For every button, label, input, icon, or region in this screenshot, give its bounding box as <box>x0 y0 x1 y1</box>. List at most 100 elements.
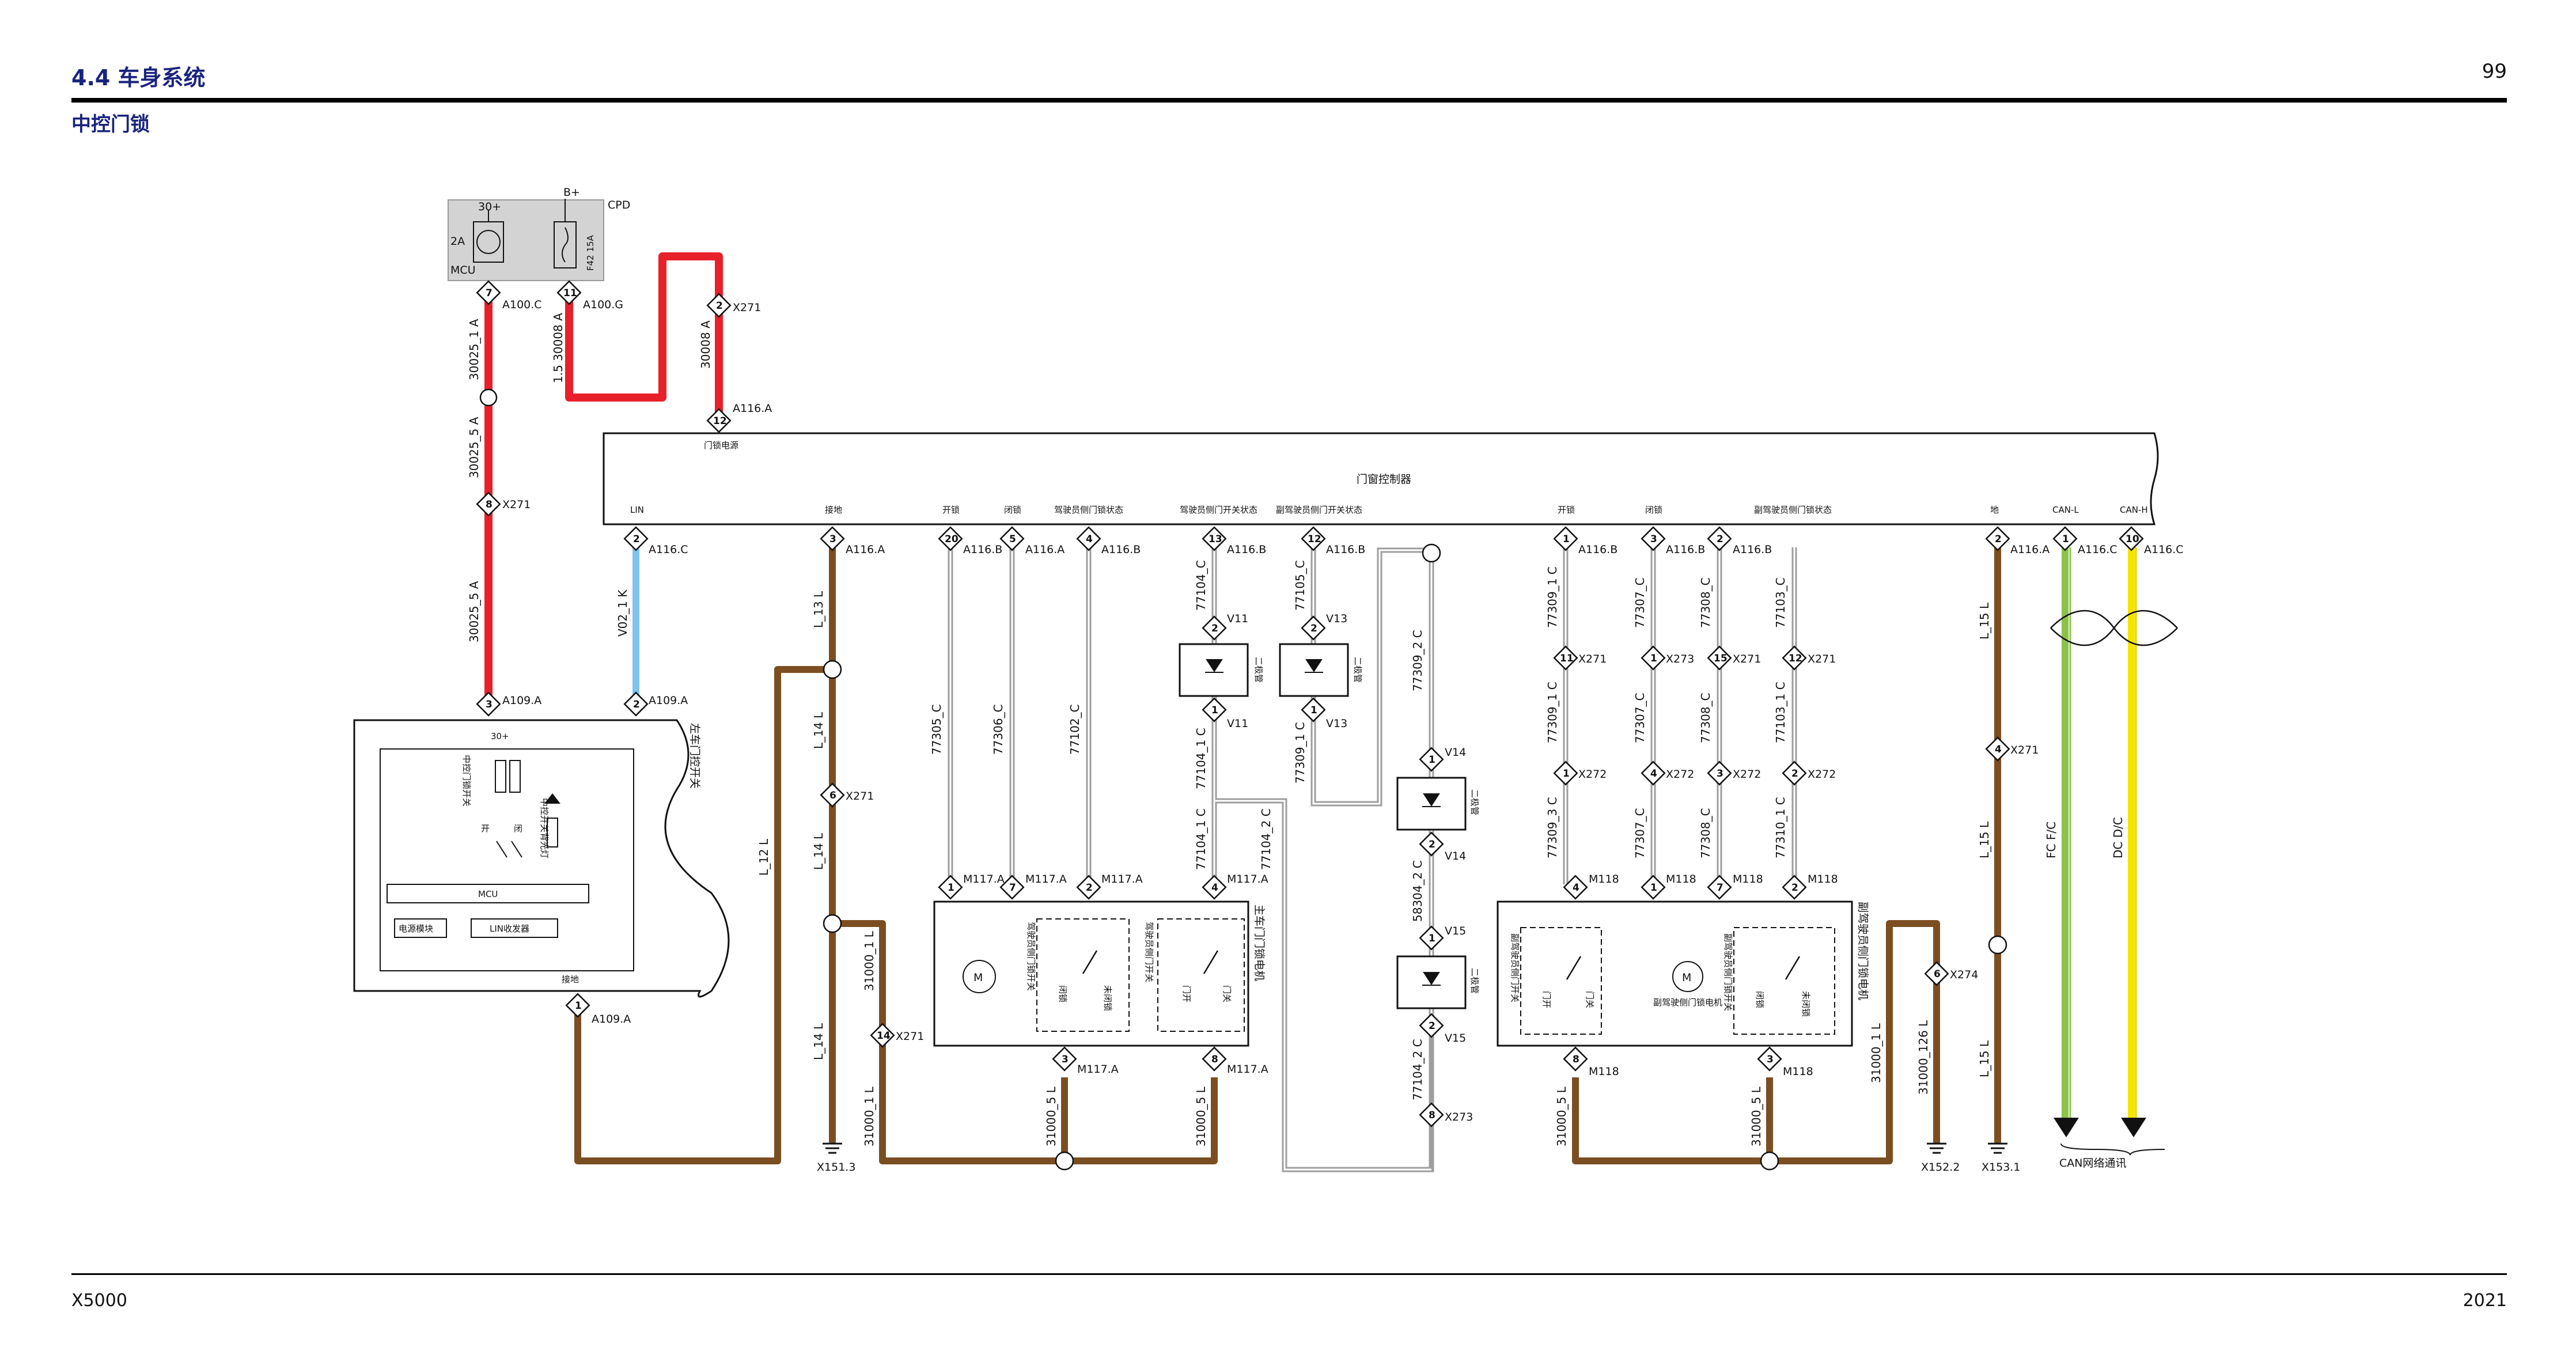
connector-labels: A100.C A100.G X271 A116.A X271 A109.A A1… <box>502 298 2184 1123</box>
cpd-mcu: MCU <box>450 264 476 277</box>
lds-open: 开 <box>481 823 490 834</box>
svg-text:L_15 L: L_15 L <box>1978 821 1991 858</box>
svg-text:77309_3 C: 77309_3 C <box>1545 797 1559 858</box>
svg-text:2: 2 <box>1717 533 1723 545</box>
svg-text:2: 2 <box>716 300 723 312</box>
svg-text:2: 2 <box>1086 882 1093 894</box>
svg-text:31000_1 L: 31000_1 L <box>862 930 876 991</box>
ctrl-pin-unlock: 开锁 <box>942 505 960 515</box>
svg-text:5: 5 <box>1009 533 1016 545</box>
svg-text:A109.A: A109.A <box>502 694 541 707</box>
svg-text:A116.B: A116.B <box>1227 543 1266 556</box>
svg-text:M117.A: M117.A <box>963 873 1005 886</box>
svg-text:31000_5 L: 31000_5 L <box>1194 1086 1208 1147</box>
svg-text:77309_2 C: 77309_2 C <box>1411 630 1425 691</box>
svg-text:77306_C: 77306_C <box>991 704 1005 755</box>
svg-text:X272: X272 <box>1808 768 1836 781</box>
pass-motor-lock-b: 未闭锁 <box>1801 991 1811 1017</box>
diode-v13: 二极管 <box>1279 643 1363 697</box>
svg-text:31000_5 L: 31000_5 L <box>1044 1086 1058 1147</box>
svg-text:77104_1 C: 77104_1 C <box>1194 808 1208 870</box>
svg-text:L_15 L: L_15 L <box>1978 602 1991 640</box>
svg-text:77103_1 C: 77103_1 C <box>1774 682 1787 743</box>
svg-text:12: 12 <box>1789 653 1802 664</box>
gray-wires <box>948 547 1797 1172</box>
svg-text:2: 2 <box>633 699 640 710</box>
svg-text:FC F/C: FC F/C <box>2044 822 2058 858</box>
svg-text:X271: X271 <box>1578 653 1607 665</box>
svg-text:V15: V15 <box>1445 925 1466 937</box>
svg-text:V15: V15 <box>1445 1032 1466 1045</box>
svg-text:7: 7 <box>1717 882 1723 894</box>
svg-text:L_13 L: L_13 L <box>812 591 825 628</box>
svg-text:3: 3 <box>486 699 493 710</box>
svg-text:8: 8 <box>486 499 493 510</box>
svg-text:77309_1 C: 77309_1 C <box>1293 722 1307 784</box>
svg-text:8: 8 <box>1211 1054 1218 1065</box>
svg-text:A116.C: A116.C <box>2144 543 2184 556</box>
svg-text:2: 2 <box>1211 623 1218 634</box>
svg-text:2: 2 <box>1995 533 2002 545</box>
ctrl-pin-lin: LIN <box>630 505 644 515</box>
svg-text:M118: M118 <box>1733 873 1763 886</box>
svg-text:1: 1 <box>1429 933 1435 944</box>
svg-text:X272: X272 <box>1578 768 1607 781</box>
svg-text:M118: M118 <box>1589 873 1619 886</box>
svg-text:31000_1 L: 31000_1 L <box>1869 1023 1883 1083</box>
svg-text:M117.A: M117.A <box>1227 1063 1268 1076</box>
svg-text:M117.A: M117.A <box>1025 873 1067 886</box>
can-wires <box>2062 547 2137 1123</box>
ctrl-pin-ground: 地 <box>1990 505 1999 515</box>
svg-text:31000_126 L: 31000_126 L <box>1916 1020 1930 1095</box>
page-number: 99 <box>2482 60 2507 83</box>
section-title: 中控门锁 <box>71 113 150 136</box>
svg-text:3: 3 <box>829 533 836 545</box>
svg-text:77307_C: 77307_C <box>1633 577 1647 628</box>
lds-lin-transceiver: LIN收发器 <box>490 924 529 934</box>
main-motor-door-a: 门开 <box>1181 985 1192 1002</box>
door-window-controller: 门窗控制器 门锁电源 LIN 接地 开锁 闭锁 驾驶员侧门锁状态 驾驶员侧门开关… <box>603 432 2159 525</box>
footer-model: X5000 <box>71 1291 127 1311</box>
svg-text:M117.A: M117.A <box>1077 1063 1119 1076</box>
svg-text:1.5 30008 A: 1.5 30008 A <box>551 313 565 383</box>
svg-text:A116.B: A116.B <box>1666 543 1705 556</box>
cpd-b-plus: B+ <box>563 186 580 199</box>
svg-text:A116.C: A116.C <box>649 543 688 556</box>
cpd-module: CPD B+ 30+ 2A MCU F42 15A <box>448 186 630 281</box>
svg-text:A116.B: A116.B <box>963 543 1002 556</box>
svg-text:15: 15 <box>1714 653 1728 664</box>
cpd-fuse: F42 15A <box>585 234 596 271</box>
svg-text:20: 20 <box>945 533 959 545</box>
svg-text:V02_1 K: V02_1 K <box>616 589 630 637</box>
svg-text:77308_C: 77308_C <box>1699 808 1713 858</box>
svg-text:V14: V14 <box>1445 850 1466 862</box>
svg-text:6: 6 <box>1934 968 1941 980</box>
svg-text:M118: M118 <box>1808 873 1838 886</box>
left-door-switch-module: 30+ MCU 电源模块 LIN收发器 接地 中控门锁开关 中控开关背光灯 开 … <box>353 719 730 998</box>
svg-text:1: 1 <box>575 1000 582 1012</box>
svg-text:A116.B: A116.B <box>1101 543 1141 556</box>
svg-text:M118: M118 <box>1783 1065 1813 1078</box>
svg-text:77307_C: 77307_C <box>1633 693 1647 743</box>
lds-sw1: 中控门锁开关 <box>461 755 472 807</box>
svg-text:30025_5 A: 30025_5 A <box>467 581 481 642</box>
svg-text:V13: V13 <box>1326 717 1347 730</box>
svg-text:X271: X271 <box>846 790 874 803</box>
svg-text:77308_C: 77308_C <box>1699 577 1713 628</box>
main-motor-title: 主车门门锁电机 <box>1253 905 1266 981</box>
svg-text:31000_1 L: 31000_1 L <box>862 1086 876 1147</box>
svg-text:M118: M118 <box>1666 873 1696 886</box>
svg-text:77309_1 C: 77309_1 C <box>1545 566 1559 628</box>
lds-title: 左车门控开关 <box>688 723 701 789</box>
lds-sw2: 中控开关背光灯 <box>539 798 550 858</box>
svg-text:1: 1 <box>948 882 954 894</box>
svg-text:30025_5 A: 30025_5 A <box>467 417 481 478</box>
ctrl-pin-pass-door-state: 副驾驶员侧门开关状态 <box>1276 505 1362 515</box>
ctrl-pin-gnd: 接地 <box>825 505 842 515</box>
svg-text:12: 12 <box>713 415 727 427</box>
diode-v13-label: 二极管 <box>1353 657 1363 683</box>
svg-text:X274: X274 <box>1950 968 1978 981</box>
svg-text:77103_C: 77103_C <box>1774 577 1787 628</box>
svg-text:M117.A: M117.A <box>1101 873 1143 886</box>
